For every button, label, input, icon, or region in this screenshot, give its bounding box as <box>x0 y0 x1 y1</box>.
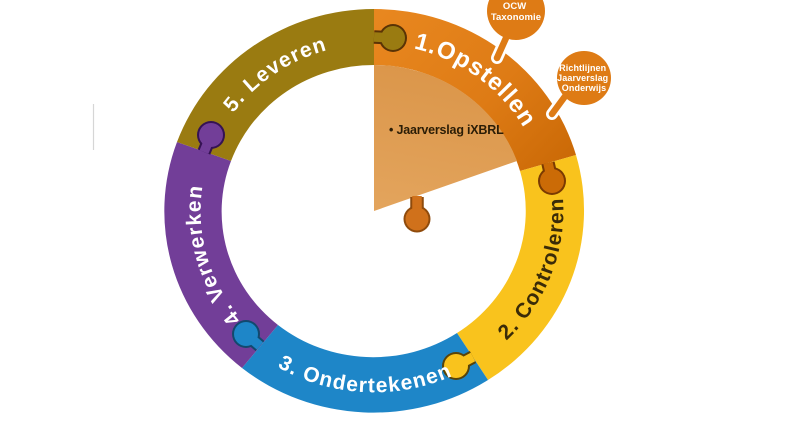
callout-ocw-taxonomie: OCW Taxonomie <box>487 0 545 64</box>
callout-bubble <box>487 0 545 40</box>
callout-stem <box>493 34 510 62</box>
puzzle-knob-ondertekenen-verwerken <box>232 320 265 352</box>
puzzle-ring <box>164 8 585 413</box>
puzzle-knob-verwerken-leveren <box>197 121 225 155</box>
callout-text-richtlijnen: Richtlijnen Jaarverslag Onderwijs <box>557 63 611 93</box>
puzzle-knob-controleren-ondertekenen <box>442 351 477 380</box>
segment-leveren <box>177 9 374 161</box>
wedge-puzzle-knob <box>403 196 431 233</box>
segment-controleren <box>457 155 585 380</box>
callout-richtlijnen: Richtlijnen Jaarverslag Onderwijs <box>546 51 611 120</box>
callout-text-ocw: OCW Taxonomie <box>491 1 541 23</box>
segment-verwerken <box>164 142 278 368</box>
callout-stem <box>548 91 570 118</box>
segment-opstellen <box>374 8 576 171</box>
center-wedge: • Jaarverslag iXBRL <box>374 64 517 233</box>
wedge-shape <box>374 64 517 212</box>
segment-ondertekenen <box>242 325 488 413</box>
center-note: • Jaarverslag iXBRL <box>389 123 504 137</box>
puzzle-knob-leveren-opstellen <box>373 24 407 52</box>
puzzle-knob-opstellen-controleren <box>538 161 566 195</box>
callout-bubble <box>557 51 611 105</box>
